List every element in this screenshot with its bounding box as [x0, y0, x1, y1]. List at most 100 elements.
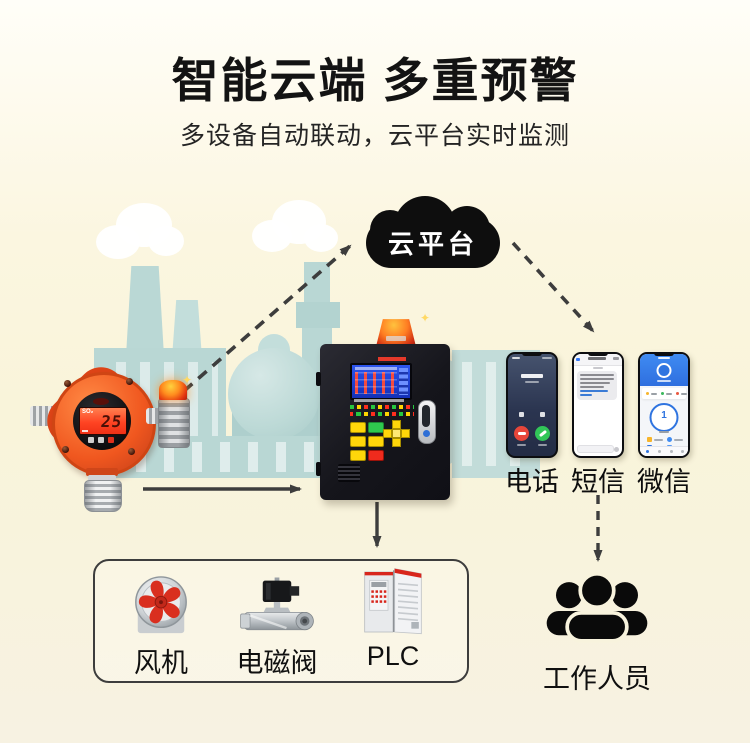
dpad-up	[392, 420, 401, 429]
decline-call-icon	[514, 426, 529, 441]
receiver-glyph	[518, 432, 526, 435]
sensor-neck	[86, 468, 118, 476]
wechat-stats-card	[642, 388, 687, 399]
staff-label: 工作人员	[543, 664, 651, 694]
channel-label-sms: 短信	[571, 467, 625, 497]
beacon-base	[386, 336, 406, 341]
staff-icon	[546, 571, 648, 643]
screw-icon	[128, 448, 135, 455]
handle-slot	[422, 405, 430, 427]
detector-status-led	[93, 398, 109, 405]
dpad-left	[383, 429, 392, 438]
detector-lcd: SO₂ 25	[79, 407, 127, 435]
status-bar-icons	[542, 357, 552, 359]
app-grid-icon	[667, 437, 672, 442]
message-line	[580, 374, 614, 376]
detector-alarm-beacon: ✦	[154, 374, 194, 452]
wechat-tab-bar	[640, 446, 688, 456]
device-label-plc: PLC	[366, 641, 420, 671]
staff-group: 工作人员	[535, 570, 659, 696]
glare-sparkle: ✦	[420, 311, 431, 325]
wechat-title-text	[658, 357, 670, 359]
channel-label-wechat: 微信	[637, 467, 691, 497]
dpad-right	[401, 429, 410, 438]
logo-inner	[658, 365, 670, 376]
message-link-line	[580, 390, 608, 392]
accept-label	[538, 444, 547, 446]
detector-key	[98, 437, 104, 443]
timestamp-text	[593, 367, 603, 369]
cloud-shape	[366, 218, 500, 268]
sensor-head	[84, 480, 122, 512]
panel-button	[350, 436, 366, 447]
message-line	[580, 386, 604, 388]
panel-dpad	[383, 420, 410, 447]
stat-dot	[661, 392, 664, 395]
status-bar-time	[512, 357, 520, 359]
wechat-header	[640, 354, 688, 386]
app-grid-icon	[647, 437, 652, 442]
ring-caption	[659, 431, 669, 433]
stat-label	[666, 392, 672, 395]
screen-menu-column	[399, 368, 408, 395]
phone-notch	[588, 352, 608, 356]
phone-notch	[654, 352, 674, 356]
receiver-glyph	[538, 429, 548, 438]
fan-icon	[101, 571, 221, 637]
detector-key	[108, 437, 114, 443]
factory-tower	[296, 302, 340, 328]
tab-icon	[645, 450, 649, 453]
stat-dot	[646, 392, 649, 395]
wechat-subtitle-text	[657, 380, 671, 382]
device-fan: 风机	[101, 561, 221, 680]
screw-icon	[64, 380, 71, 387]
sensor-collar	[88, 475, 116, 481]
dpad-center	[392, 429, 401, 438]
linked-devices-box: 风机	[93, 559, 469, 683]
message-line	[580, 378, 614, 380]
panel-led-row	[350, 405, 414, 409]
caller-subtext	[525, 381, 539, 383]
handle-lock	[423, 430, 430, 437]
factory-tower	[304, 262, 330, 304]
cloud-platform: 云平台	[366, 196, 500, 268]
message-link-line	[580, 394, 592, 396]
stat-label	[681, 392, 687, 395]
storage-tank	[228, 348, 320, 440]
beacon-body	[158, 398, 190, 448]
stat-dot	[676, 392, 679, 395]
gas-detector: SO₂ 25 ✦	[30, 357, 220, 516]
panel-button	[368, 422, 384, 433]
panel-model-label	[378, 357, 406, 361]
app-grid-label	[674, 439, 683, 441]
panel-button	[368, 450, 384, 461]
panel-hinge	[316, 372, 321, 386]
channel-label-phone: 电话	[505, 467, 559, 497]
call-screen	[508, 354, 556, 456]
phone-sms	[572, 352, 624, 458]
screen-header-row	[355, 367, 397, 370]
sms-screen	[574, 354, 622, 456]
solenoid-valve-icon	[217, 571, 337, 637]
keypad-icon	[540, 412, 545, 417]
panel-button	[350, 450, 366, 461]
tab-icon	[658, 450, 662, 453]
caller-name-text	[521, 374, 543, 378]
contact-name-text	[588, 357, 606, 360]
app-grid-label	[654, 439, 663, 441]
sms-send-icon	[614, 447, 619, 452]
sms-title-bar	[574, 354, 622, 366]
device-plc: PLC	[333, 561, 453, 672]
smoke-puff	[148, 226, 184, 256]
call-icon	[613, 357, 619, 360]
panel-caption-text	[354, 399, 404, 402]
lcd-segment	[82, 430, 88, 432]
mute-icon	[519, 412, 524, 417]
wechat-logo-icon	[656, 363, 672, 378]
page-subtitle: 多设备自动联动，云平台实时监测	[179, 122, 570, 150]
device-valve: 电磁阀	[217, 561, 337, 680]
sms-message-bubble	[577, 371, 617, 400]
decline-label	[517, 444, 526, 446]
screw-icon	[62, 446, 69, 453]
